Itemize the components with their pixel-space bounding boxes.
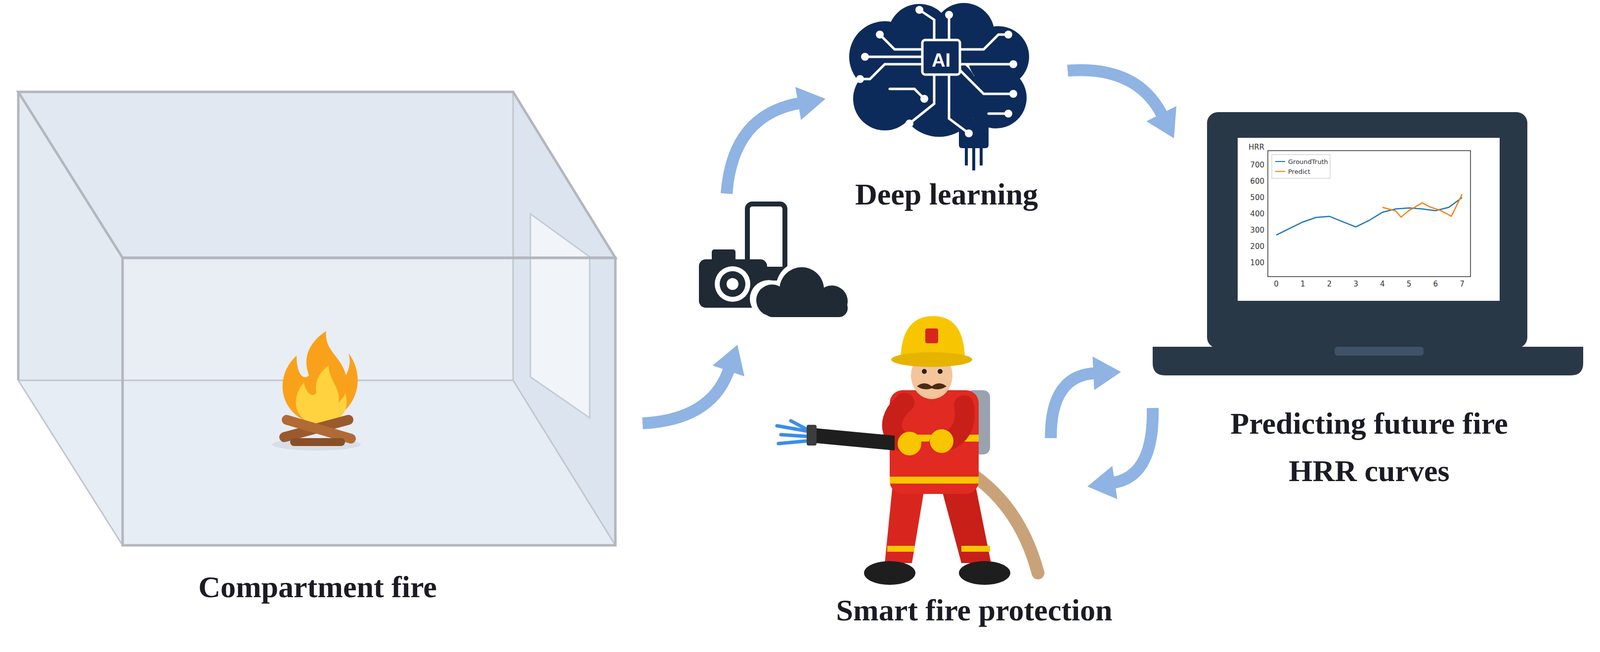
tick-label: 100 — [1250, 258, 1265, 268]
chart-curve — [1382, 194, 1463, 217]
firefighter — [777, 316, 1038, 586]
legend-text: GroundTruth — [1288, 158, 1329, 166]
node-caption: Predicting future fire HRR curves — [1220, 399, 1518, 495]
tick-label: 700 — [1250, 160, 1265, 170]
camera-phone-cloud-icon — [698, 204, 848, 318]
tick-label: 7 — [1459, 279, 1465, 289]
legend-text: Predict — [1288, 168, 1311, 176]
illustration-node: Predicting future fire HRR curves — [1151, 108, 1587, 515]
legend-line-sample — [1275, 171, 1286, 173]
illustration-node: Smart fire protection — [796, 311, 1153, 638]
illustration-node: Compartment fire — [14, 88, 621, 611]
node-caption: Smart fire protection — [796, 592, 1153, 629]
tick-label: 600 — [1250, 176, 1265, 186]
axis-title: HRR — [1248, 142, 1265, 152]
flow-arrow — [1067, 70, 1177, 139]
laptop — [1152, 112, 1584, 376]
tick-label: 300 — [1250, 225, 1265, 235]
tick-label: 200 — [1250, 242, 1265, 252]
node-caption: Compartment fire — [14, 568, 621, 606]
chart-curve — [1276, 197, 1463, 236]
ai-brain-icon — [849, 2, 1030, 171]
flow-arrow — [1050, 356, 1122, 439]
flow-arrow — [642, 86, 826, 424]
tick-label: 1 — [1300, 279, 1306, 289]
campfire — [271, 331, 361, 451]
tick-label: 0 — [1273, 279, 1279, 289]
tick-label: 500 — [1250, 193, 1265, 203]
node-caption: Deep learning — [835, 175, 1058, 213]
illustration-node: AI Deep learning — [835, 3, 1058, 215]
flow-arrow — [1087, 408, 1153, 500]
tick-label: 400 — [1250, 209, 1265, 219]
ai-chip-text: AI — [923, 49, 959, 72]
tick-label: 6 — [1432, 279, 1438, 289]
compartment-box — [18, 91, 616, 546]
tick-label: 3 — [1353, 279, 1359, 289]
tick-label: 5 — [1406, 279, 1412, 289]
tick-label: 2 — [1327, 279, 1333, 289]
legend-line-sample — [1275, 161, 1286, 163]
tick-label: 4 — [1380, 279, 1385, 289]
